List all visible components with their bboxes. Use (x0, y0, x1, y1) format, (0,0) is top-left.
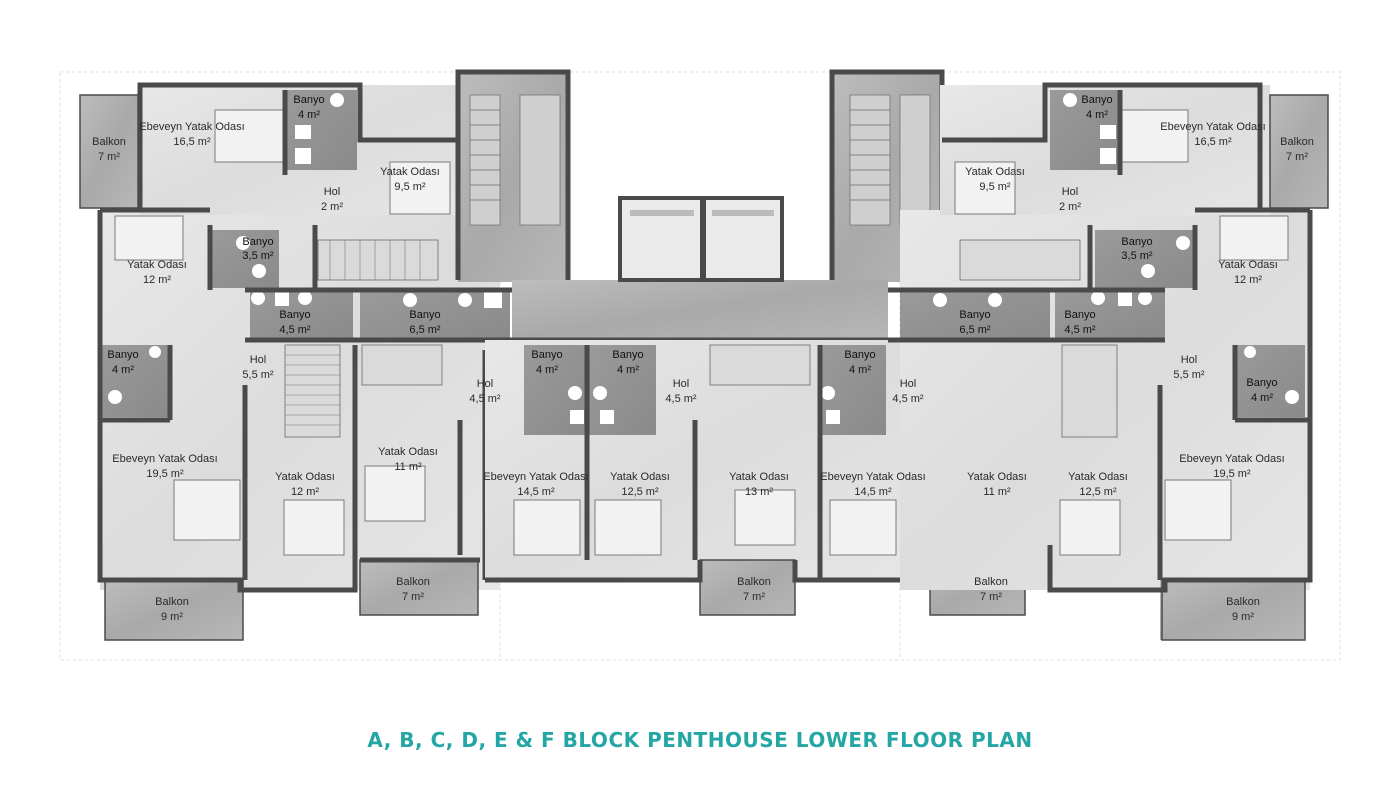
room-area: 11 m² (394, 461, 422, 473)
room-label: Banyo (1246, 377, 1277, 389)
room-label: Balkon (396, 576, 430, 588)
room-area: 6,5 m² (959, 324, 991, 336)
room-label: Banyo (844, 349, 875, 361)
room-label: Banyo (531, 349, 562, 361)
room-label: Banyo (409, 309, 440, 321)
room-area: 9 m² (161, 611, 183, 623)
room-area: 4,5 m² (279, 324, 311, 336)
room-label: Ebeveyn Yatak Odası (1160, 121, 1265, 133)
floor-plan: Balkon 7 m² Ebeveyn Yatak Odası 16,5 m² … (59, 69, 1341, 661)
room-label: Ebeveyn Yatak Odası (112, 453, 217, 465)
room-area: 9 m² (1232, 611, 1254, 623)
room-area: 19,5 m² (146, 468, 184, 480)
left-wing (79, 82, 512, 641)
room-label: Balkon (1280, 136, 1314, 148)
room-label: Ebeveyn Yatak Odası (1179, 453, 1284, 465)
room-label: Yatak Odası (275, 471, 335, 483)
right-wing (888, 82, 1329, 641)
room-label: Yatak Odası (610, 471, 670, 483)
room-area: 5,5 m² (1173, 369, 1205, 381)
room-label: Balkon (155, 596, 189, 608)
room-label: Hol (1062, 186, 1079, 198)
room-label: Banyo (1064, 309, 1095, 321)
room-label: Ebeveyn Yatak Odası (483, 471, 588, 483)
room-label: Banyo (612, 349, 643, 361)
room-area: 14,5 m² (517, 486, 555, 498)
room-label: Hol (324, 186, 341, 198)
center-apartments (485, 340, 1048, 616)
room-label: Banyo (279, 309, 310, 321)
room-area: 12,5 m² (1079, 486, 1117, 498)
room-area: 4 m² (617, 364, 639, 376)
room-label: Balkon (737, 576, 771, 588)
room-area: 11 m² (983, 486, 1011, 498)
room-area: 19,5 m² (1213, 468, 1251, 480)
room-label: Banyo (959, 309, 990, 321)
room-area: 12 m² (143, 274, 171, 286)
room-area: 13 m² (745, 486, 773, 498)
central-core (455, 69, 945, 343)
room-area: 4 m² (849, 364, 871, 376)
plan-title: A, B, C, D, E & F BLOCK PENTHOUSE LOWER … (367, 728, 1033, 752)
room-label: Balkon (92, 136, 126, 148)
room-area: 2 m² (1059, 201, 1081, 213)
room-label: Banyo (293, 94, 324, 106)
room-label: Balkon (1226, 596, 1260, 608)
room-area: 12,5 m² (621, 486, 659, 498)
room-area: 4 m² (1086, 109, 1108, 121)
room-area: 4 m² (112, 364, 134, 376)
room-area: 4 m² (536, 364, 558, 376)
room-area: 4,5 m² (1064, 324, 1096, 336)
room-label: Banyo (107, 349, 138, 361)
room-label: Hol (1181, 354, 1198, 366)
room-area: 3,5 m² (242, 250, 274, 262)
room-area: 16,5 m² (173, 136, 211, 148)
room-area: 14,5 m² (854, 486, 892, 498)
room-area: 4 m² (298, 109, 320, 121)
room-area: 9,5 m² (394, 181, 426, 193)
room-area: 6,5 m² (409, 324, 441, 336)
room-area: 9,5 m² (979, 181, 1011, 193)
room-area: 7 m² (1286, 151, 1308, 163)
room-area: 3,5 m² (1121, 250, 1153, 262)
room-area: 4,5 m² (469, 393, 501, 405)
room-label: Yatak Odası (127, 259, 187, 271)
room-area: 5,5 m² (242, 369, 274, 381)
room-labels: Balkon 7 m² Ebeveyn Yatak Odası 16,5 m² … (92, 94, 1314, 623)
room-label: Balkon (974, 576, 1008, 588)
room-area: 12 m² (1234, 274, 1262, 286)
room-area: 7 m² (743, 591, 765, 603)
room-label: Yatak Odası (965, 166, 1025, 178)
room-label: Banyo (1121, 236, 1152, 248)
room-area: 4,5 m² (892, 393, 924, 405)
room-label: Ebeveyn Yatak Odası (820, 471, 925, 483)
room-area: 12 m² (291, 486, 319, 498)
room-label: Hol (477, 378, 494, 390)
room-label: Yatak Odası (729, 471, 789, 483)
room-label: Yatak Odası (378, 446, 438, 458)
room-label: Hol (673, 378, 690, 390)
room-label: Ebeveyn Yatak Odası (139, 121, 244, 133)
room-label: Hol (250, 354, 267, 366)
room-label: Banyo (1081, 94, 1112, 106)
room-area: 7 m² (402, 591, 424, 603)
left-stair (284, 239, 443, 438)
room-area: 7 m² (980, 591, 1002, 603)
room-label: Yatak Odası (1218, 259, 1278, 271)
room-area: 7 m² (98, 151, 120, 163)
room-label: Yatak Odası (380, 166, 440, 178)
room-area: 4 m² (1251, 392, 1273, 404)
room-label: Yatak Odası (967, 471, 1027, 483)
room-label: Yatak Odası (1068, 471, 1128, 483)
room-area: 2 m² (321, 201, 343, 213)
room-area: 4,5 m² (665, 393, 697, 405)
room-label: Banyo (242, 236, 273, 248)
room-area: 16,5 m² (1194, 136, 1232, 148)
floor-plan-drawing: Balkon 7 m² Ebeveyn Yatak Odası 16,5 m² … (59, 69, 1341, 661)
room-label: Hol (900, 378, 917, 390)
